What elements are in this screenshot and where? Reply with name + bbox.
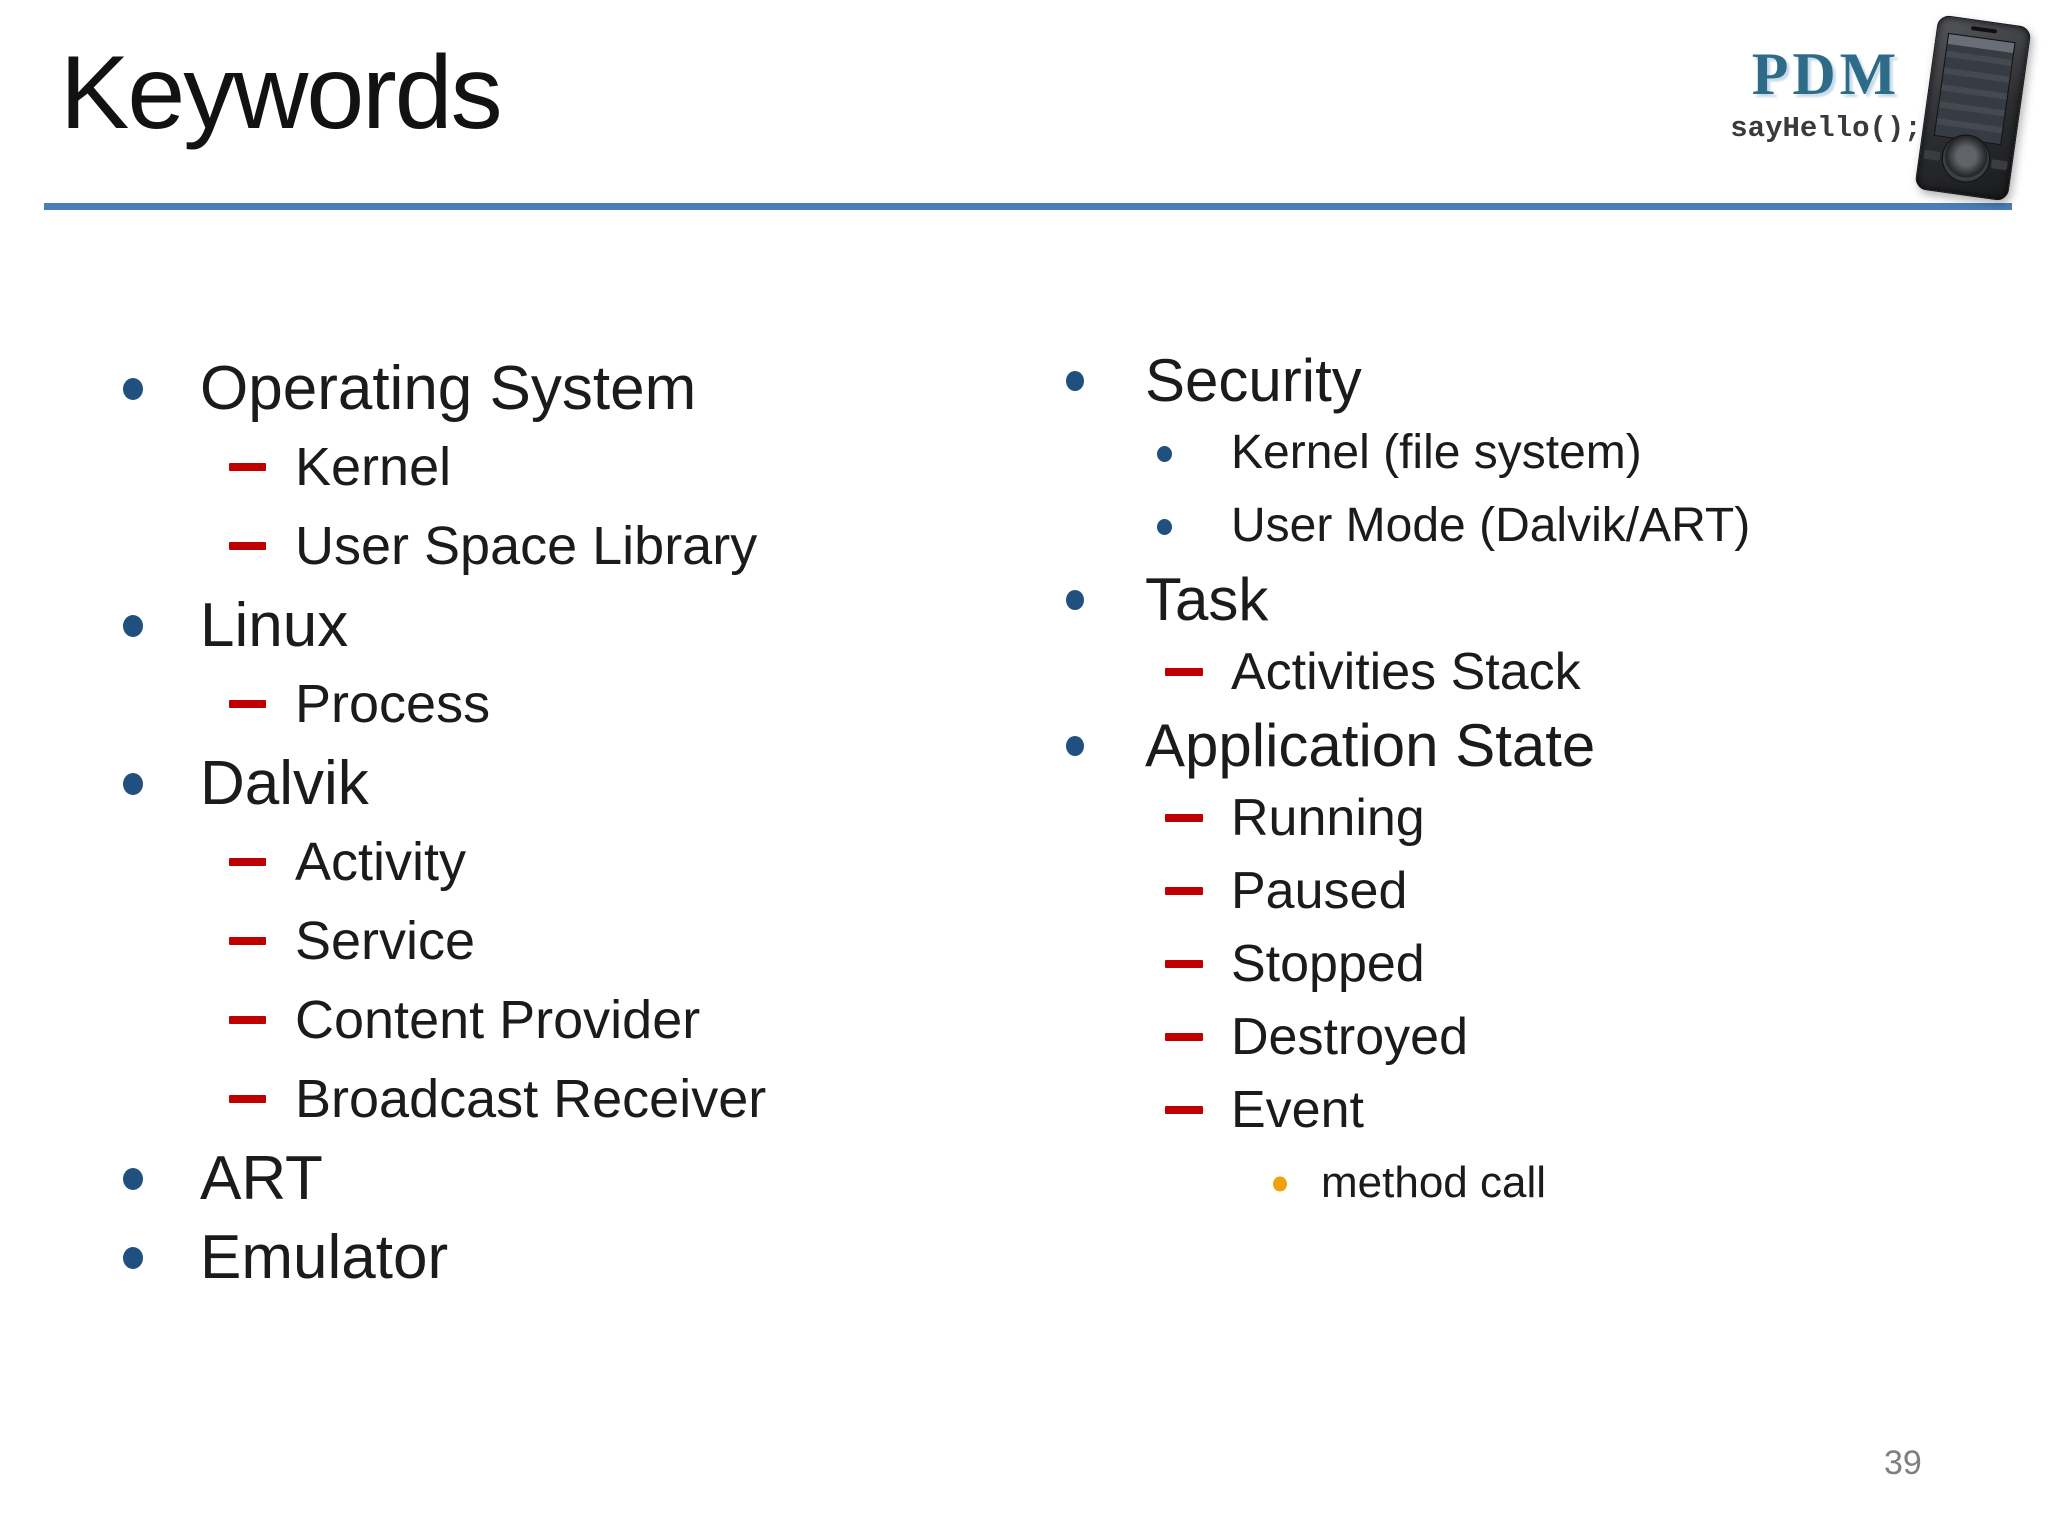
bullet-dash-icon: [1165, 886, 1203, 895]
bullet-dash-icon: [1165, 1032, 1203, 1041]
list-item-label: Dalvik: [200, 748, 369, 818]
bullet-dot-icon: [123, 772, 143, 795]
keywords-list-right: Security Kernel (file system) User Mode …: [1045, 344, 2045, 1220]
list-item-label: Emulator: [200, 1222, 449, 1292]
list-item-label: Application State: [1145, 712, 1596, 779]
list-item: Process: [105, 665, 1025, 744]
bullet-gold-dot-icon: [1273, 1176, 1287, 1191]
bullet-dot-icon: [123, 614, 143, 637]
list-item-label: Kernel (file system): [1231, 426, 1642, 480]
pdm-logo-tagline: sayHello();: [1730, 112, 1922, 145]
list-item-label: Paused: [1231, 862, 1408, 921]
list-item: Linux: [105, 586, 1025, 665]
list-item: Security: [1045, 344, 2045, 417]
bullet-dot-icon: [123, 1167, 143, 1190]
title-underline-rule: [44, 203, 2012, 210]
bullet-dash-icon: [229, 857, 266, 866]
bullet-dash-icon: [229, 1094, 266, 1103]
list-item: Activity: [105, 823, 1025, 902]
list-item-label: Event: [1231, 1081, 1364, 1140]
page-number: 39: [1884, 1444, 1922, 1482]
list-item-label: Kernel: [295, 437, 452, 498]
list-item: Emulator: [105, 1218, 1025, 1297]
list-item-label: Broadcast Receiver: [295, 1069, 767, 1130]
list-item: Running: [1045, 782, 2045, 855]
list-item: method call: [1045, 1147, 2045, 1220]
bullet-dash-icon: [1165, 1105, 1203, 1114]
phone-left-key-icon: [1923, 149, 1941, 161]
bullet-dash-icon: [229, 1015, 266, 1024]
list-item-label: Destroyed: [1231, 1008, 1468, 1067]
keywords-list-left: Operating System Kernel User Space Libra…: [105, 349, 1025, 1297]
list-item-label: Operating System: [200, 353, 697, 423]
phone-right-key-icon: [1990, 159, 2008, 171]
list-item-label: Running: [1231, 789, 1425, 848]
bullet-dot-icon: [1066, 589, 1084, 610]
bullet-dot-icon: [1066, 370, 1084, 391]
list-item-label: Activities Stack: [1231, 643, 1581, 702]
list-item: Service: [105, 902, 1025, 981]
bullet-dash-icon: [1165, 959, 1203, 968]
list-item: Dalvik: [105, 744, 1025, 823]
phone-screen-icon: [1933, 32, 2016, 146]
bullet-dash-icon: [229, 541, 266, 550]
list-item: ART: [105, 1139, 1025, 1218]
list-item: Broadcast Receiver: [105, 1060, 1025, 1139]
list-item: Kernel: [105, 428, 1025, 507]
list-item: Event: [1045, 1074, 2045, 1147]
list-item: Paused: [1045, 855, 2045, 928]
list-item-label: Security: [1145, 347, 1362, 414]
list-item: Stopped: [1045, 928, 2045, 1001]
list-item-label: Content Provider: [295, 990, 701, 1051]
list-item: Task: [1045, 563, 2045, 636]
page-title: Keywords: [60, 35, 503, 151]
pdm-logo-text: PDM: [1751, 41, 1901, 107]
list-item-label: Linux: [200, 590, 349, 660]
bullet-dash-icon: [229, 699, 266, 708]
bullet-dot-icon: [1157, 445, 1172, 462]
list-item: Kernel (file system): [1045, 417, 2045, 490]
list-item: Content Provider: [105, 981, 1025, 1060]
list-item-label: Stopped: [1231, 935, 1425, 994]
bullet-dash-icon: [1165, 667, 1203, 676]
list-item-label: User Mode (Dalvik/ART): [1231, 499, 1751, 553]
list-item: Activities Stack: [1045, 636, 2045, 709]
bullet-dot-icon: [1066, 735, 1084, 756]
list-item: Application State: [1045, 709, 2045, 782]
list-item: User Space Library: [105, 507, 1025, 586]
bullet-dot-icon: [1157, 518, 1172, 535]
phone-image: [1914, 14, 2032, 202]
list-item: Operating System: [105, 349, 1025, 428]
bullet-dash-icon: [229, 462, 266, 471]
list-item-label: method call: [1321, 1158, 1547, 1208]
bullet-dash-icon: [229, 936, 266, 945]
list-item-label: Service: [295, 911, 476, 972]
list-item-label: Task: [1145, 566, 1269, 633]
bullet-dash-icon: [1165, 813, 1203, 822]
list-item-label: Process: [295, 674, 491, 735]
list-item: Destroyed: [1045, 1001, 2045, 1074]
list-item: User Mode (Dalvik/ART): [1045, 490, 2045, 563]
phone-speaker-icon: [1970, 25, 1998, 34]
list-item-label: User Space Library: [295, 516, 758, 577]
list-item-label: Activity: [295, 832, 467, 893]
bullet-dot-icon: [123, 377, 143, 400]
pdm-logo: PDM sayHello();: [1726, 44, 1926, 145]
list-item-label: ART: [200, 1143, 323, 1213]
bullet-dot-icon: [123, 1246, 143, 1269]
